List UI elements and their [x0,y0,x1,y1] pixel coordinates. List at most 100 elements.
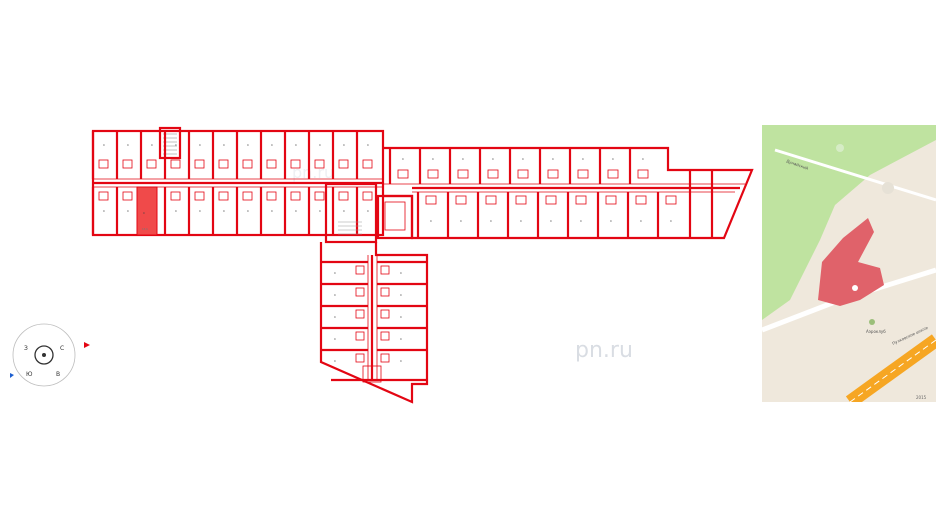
unit-type-tag: С [223,143,225,147]
bathroom[interactable] [517,169,529,179]
bathroom[interactable] [635,195,647,205]
bathroom[interactable] [380,353,390,363]
compass-south: Ю [26,371,33,378]
unit-type-tag: С [462,157,464,161]
unit-type-tag: С [400,293,402,297]
unit-type-tag: С [334,271,336,275]
bathroom[interactable] [607,169,619,179]
unit-type-tag: С [295,143,297,147]
bathroom[interactable] [355,331,365,341]
bathroom[interactable] [380,287,390,297]
unit-type-tag: С [127,209,129,213]
bathroom[interactable] [218,159,229,169]
bathroom[interactable] [427,169,439,179]
bathroom[interactable] [266,191,277,201]
compass-north: С [60,345,64,352]
bathroom[interactable] [194,159,205,169]
unit-type-tag: С [295,209,297,213]
bathroom[interactable] [457,169,469,179]
bathroom[interactable] [266,159,277,169]
bathroom[interactable] [122,191,133,201]
unit-type-tag: С [247,209,249,213]
bathroom[interactable] [146,159,157,169]
bathroom[interactable] [122,159,133,169]
unit-type-tag: С [580,219,582,223]
compass-widget[interactable]: С В Ю З [10,323,90,387]
bathroom[interactable] [362,191,373,201]
bathroom[interactable] [577,169,589,179]
bathroom[interactable] [170,159,181,169]
bathroom[interactable] [485,195,497,205]
bathroom[interactable] [380,331,390,341]
bathroom[interactable] [290,159,301,169]
unit-type-tag: С [367,143,369,147]
unit-type-tag: С [400,359,402,363]
unit-type-tag: С [430,219,432,223]
map-park [762,125,936,320]
bathroom[interactable] [194,191,205,201]
bathroom[interactable] [637,169,649,179]
bathroom[interactable] [242,191,253,201]
bathroom[interactable] [218,191,229,201]
bathroom[interactable] [170,191,181,201]
bathroom[interactable] [338,159,349,169]
bathroom[interactable] [362,159,373,169]
unit-type-tag: С [223,209,225,213]
unit-type-tag: С [319,143,321,147]
bathroom[interactable] [290,191,301,201]
unit-type-tag: С [334,315,336,319]
bathroom[interactable] [397,169,409,179]
bathroom[interactable] [380,265,390,275]
location-map[interactable]: Аэроклуб Пулковское шоссе Дунайский 2015 [762,125,936,402]
unit-type-tag: С [492,157,494,161]
bathroom[interactable] [242,159,253,169]
selected-apartment-area: 18.6 [142,227,148,231]
map-road-2 [774,148,936,202]
bathroom[interactable] [575,195,587,205]
bathroom[interactable] [355,265,365,275]
bathroom[interactable] [605,195,617,205]
bathroom[interactable] [355,287,365,297]
bathroom[interactable] [314,191,325,201]
unit-type-tag: С [640,219,642,223]
unit-type-tag: С [522,157,524,161]
bathroom[interactable] [355,309,365,319]
unit-type-tag: С [199,209,201,213]
map-year: 2015 [916,395,927,400]
bathroom[interactable] [338,191,349,201]
unit-type-tag: С [642,157,644,161]
bathroom[interactable] [455,195,467,205]
unit-type-tag: С [460,219,462,223]
unit-type-tag: С [612,157,614,161]
bathroom[interactable] [665,195,677,205]
bathroom[interactable] [98,191,109,201]
unit-type-tag: С [550,219,552,223]
bathroom[interactable] [487,169,499,179]
unit-type-tag: С [334,293,336,297]
unit-type-tag: С [400,271,402,275]
bathroom[interactable] [355,353,365,363]
unit-type-tag: С [610,219,612,223]
unit-type-tag: С [402,157,404,161]
bathroom[interactable] [515,195,527,205]
bathroom[interactable] [545,195,557,205]
unit-type-tag: С [334,359,336,363]
bathroom[interactable] [98,159,109,169]
bathroom[interactable] [380,309,390,319]
unit-type-tag: С [247,143,249,147]
unit-type-tag: С [175,209,177,213]
bathroom[interactable] [547,169,559,179]
unit-type-tag: С [670,219,672,223]
unit-type-tag: С [582,157,584,161]
unit-type-tag: С [334,337,336,341]
compass-east: В [56,371,60,378]
bathroom[interactable] [425,195,437,205]
selected-apartment[interactable] [136,186,158,236]
unit-type-tag: С [175,143,177,147]
bathroom[interactable] [314,159,325,169]
watermark: pn.ru [575,338,633,363]
map-pin-icon [852,285,858,291]
